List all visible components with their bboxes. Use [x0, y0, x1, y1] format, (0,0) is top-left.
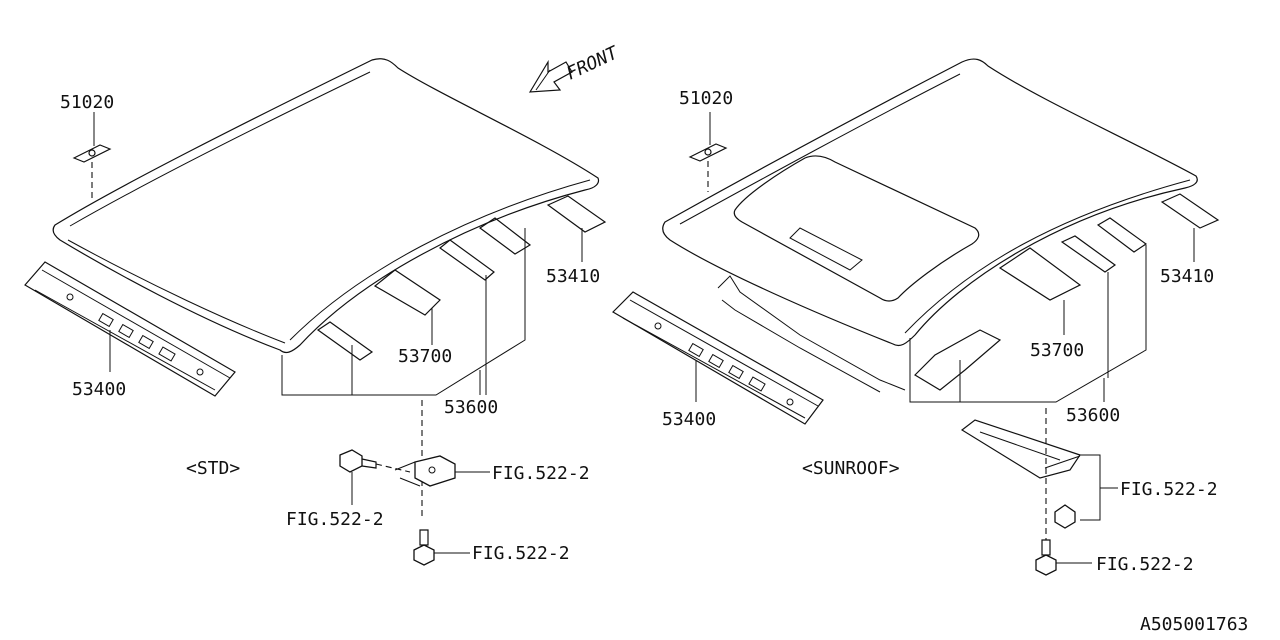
std-label-fig-bolt-bottom: FIG.522-2: [472, 543, 570, 564]
diagram-id: A505001763: [1140, 614, 1248, 635]
sunroof-label-fig-bolt-bottom: FIG.522-2: [1096, 554, 1194, 575]
std-assembly: 51020 53400 53700: [24, 58, 607, 566]
std-part-53400: 53400: [24, 261, 236, 400]
sunroof-label-53600: 53600: [1066, 405, 1120, 426]
sunroof-title: <SUNROOF>: [802, 458, 900, 479]
sunroof-label-53700: 53700: [1030, 340, 1084, 361]
sunroof-part-51020: 51020: [679, 88, 733, 192]
sunroof-hardware: [960, 408, 1118, 576]
std-label-53600: 53600: [444, 397, 498, 418]
std-53600-leader: [281, 228, 526, 396]
std-label-fig-bracket: FIG.522-2: [492, 463, 590, 484]
sunroof-roof-bows: [914, 193, 1220, 391]
front-direction-arrow: FRONT: [528, 42, 622, 93]
sunroof-part-53400: 53400: [612, 291, 824, 430]
sunroof-roof-panel: [662, 58, 1198, 393]
sunroof-label-53410: 53410: [1160, 266, 1214, 287]
sunroof-label-fig-clip: FIG.522-2: [1120, 479, 1218, 500]
std-label-53410: 53410: [546, 266, 600, 287]
std-label-fig-bolt-left: FIG.522-2: [286, 509, 384, 530]
std-roof-panel: [52, 58, 600, 354]
std-roof-bows: [316, 195, 607, 361]
sunroof-label-51020: 51020: [679, 88, 733, 109]
std-label-51020: 51020: [60, 92, 114, 113]
sunroof-label-53400: 53400: [662, 409, 716, 430]
std-hardware: [339, 400, 490, 566]
sunroof-assembly: 51020 53400 53700: [612, 58, 1220, 576]
front-label: FRONT: [563, 42, 622, 84]
std-label-53700: 53700: [398, 346, 452, 367]
std-label-53400: 53400: [72, 379, 126, 400]
std-part-51020: 51020: [60, 92, 114, 198]
sunroof-53600-leader: [909, 245, 1147, 403]
std-title: <STD>: [186, 458, 240, 479]
